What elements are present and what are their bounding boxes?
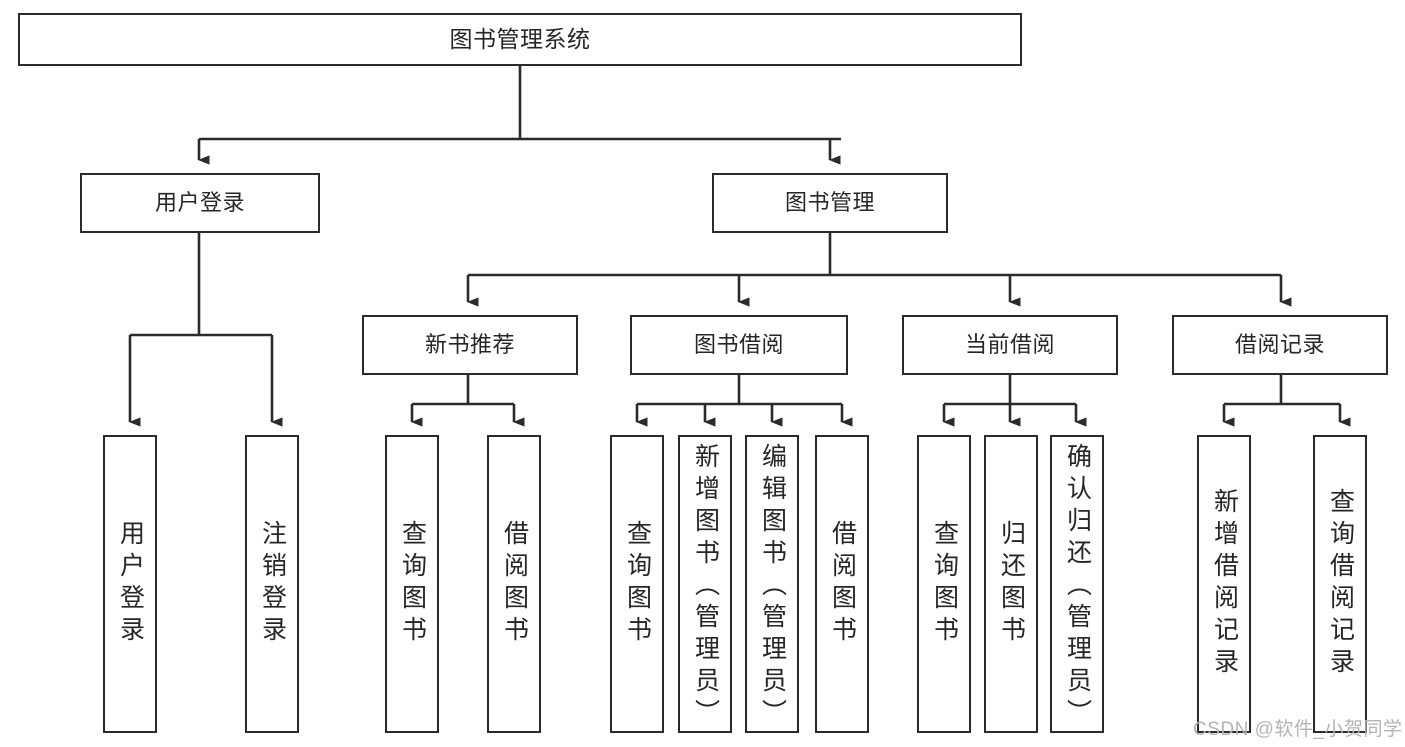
- node-label: 图书借阅: [693, 331, 784, 357]
- leaf-query-borrow-record[interactable]: 查询借阅记录: [1313, 435, 1367, 733]
- connector-group-current-borrow: [942, 375, 1087, 427]
- node-label: 新书推荐: [424, 331, 515, 357]
- node-borrow-record[interactable]: 借阅记录: [1172, 315, 1388, 375]
- node-label: 查询借阅记录: [1326, 488, 1355, 680]
- connector-group-user-login: [128, 233, 283, 427]
- connector-group-root: [197, 66, 841, 165]
- node-user-login[interactable]: 用户登录: [80, 173, 320, 233]
- leaf-return-book[interactable]: 归还图书: [984, 435, 1038, 733]
- connector-group-book-manage: [466, 233, 1292, 307]
- node-label: 编辑图书（管理员）: [758, 443, 787, 731]
- node-label: 借阅图书: [500, 520, 529, 648]
- leaf-query-book-borrow[interactable]: 查询图书: [610, 435, 664, 733]
- leaf-borrow-book[interactable]: 借阅图书: [815, 435, 869, 733]
- node-label: 用户登录: [154, 189, 245, 215]
- node-label: 查询图书: [930, 520, 959, 648]
- node-book-management-system[interactable]: 图书管理系统: [18, 13, 1022, 66]
- node-label: 查询图书: [623, 520, 652, 648]
- node-label: 注销登录: [258, 520, 287, 648]
- leaf-user-login[interactable]: 用户登录: [103, 435, 157, 733]
- leaf-borrow-book-recommend[interactable]: 借阅图书: [487, 435, 541, 733]
- leaf-logout[interactable]: 注销登录: [245, 435, 299, 733]
- leaf-add-borrow-record[interactable]: 新增借阅记录: [1197, 435, 1251, 733]
- connector-group-book-borrow: [635, 375, 853, 427]
- node-label: 当前借阅: [964, 331, 1055, 357]
- leaf-confirm-return-admin[interactable]: 确认归还（管理员）: [1050, 435, 1104, 733]
- node-label: 图书管理: [784, 189, 875, 215]
- connector-group-borrow-record: [1222, 375, 1351, 427]
- leaf-query-book-recommend[interactable]: 查询图书: [385, 435, 439, 733]
- node-label: 确认归还（管理员）: [1063, 443, 1092, 731]
- node-label: 归还图书: [997, 520, 1026, 648]
- node-book-borrow[interactable]: 图书借阅: [630, 315, 848, 375]
- leaf-edit-book-admin[interactable]: 编辑图书（管理员）: [745, 435, 799, 733]
- node-book-management[interactable]: 图书管理: [712, 173, 948, 233]
- node-label: 用户登录: [116, 520, 145, 648]
- connector-group-new-book: [410, 375, 525, 427]
- node-label: 新增借阅记录: [1210, 488, 1239, 680]
- leaf-add-book-admin[interactable]: 新增图书（管理员）: [678, 435, 732, 733]
- node-label: 新增图书（管理员）: [691, 443, 720, 731]
- node-current-borrow[interactable]: 当前借阅: [902, 315, 1118, 375]
- node-label: 借阅图书: [828, 520, 857, 648]
- leaf-query-book-current[interactable]: 查询图书: [917, 435, 971, 733]
- node-new-book-recommend[interactable]: 新书推荐: [362, 315, 578, 375]
- node-label: 查询图书: [398, 520, 427, 648]
- node-label: 借阅记录: [1234, 331, 1325, 357]
- node-label: 图书管理系统: [449, 25, 591, 52]
